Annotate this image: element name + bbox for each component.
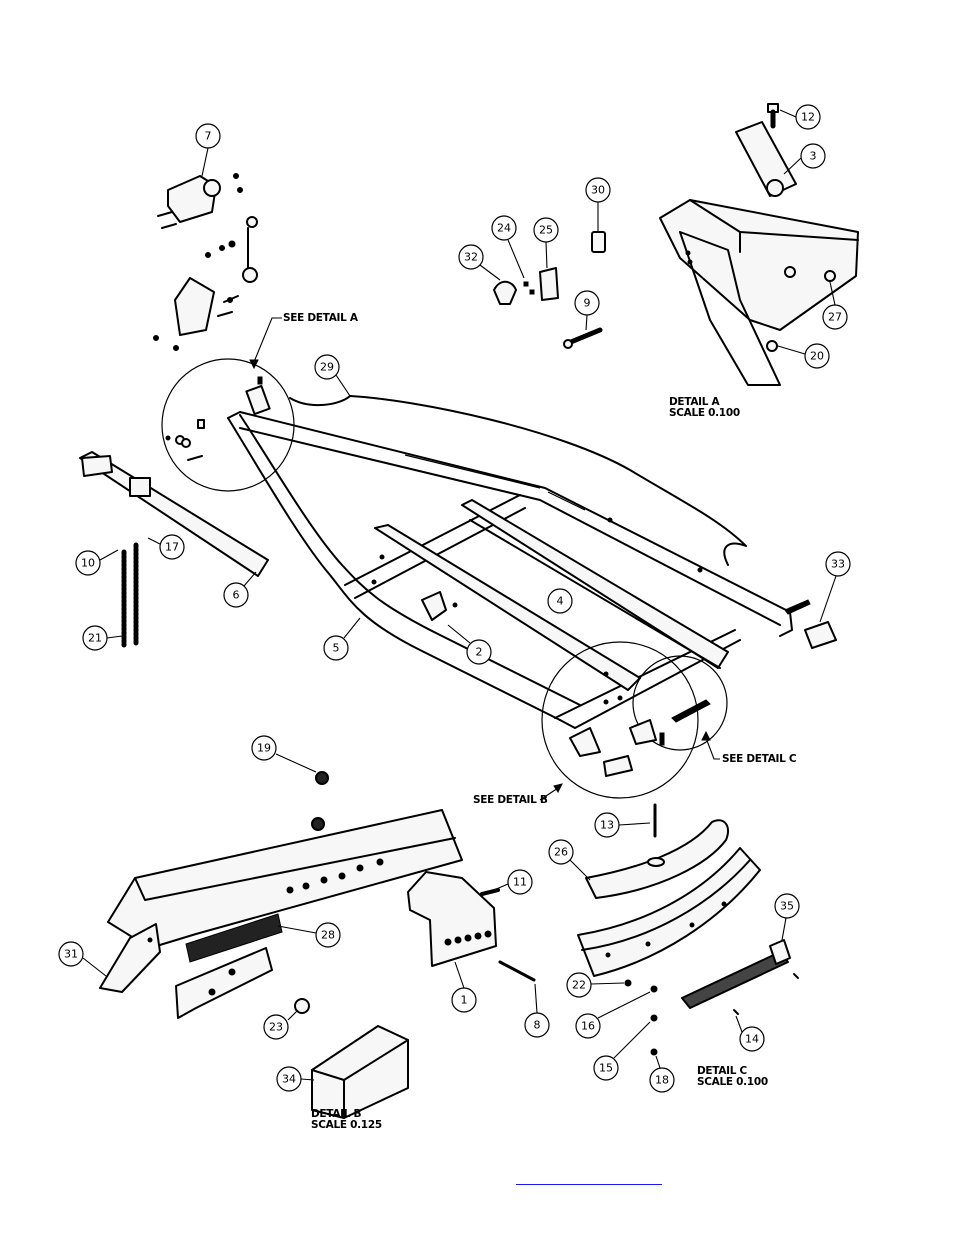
- callout-6: 6: [223, 582, 249, 608]
- svg-text:16: 16: [581, 1020, 595, 1033]
- callout-26: 26: [548, 839, 574, 865]
- svg-text:10: 10: [81, 557, 95, 570]
- svg-text:31: 31: [64, 948, 78, 961]
- svg-text:29: 29: [320, 361, 334, 374]
- callout-14: 14: [739, 1026, 765, 1052]
- svg-text:3: 3: [810, 150, 817, 163]
- callout-11: 11: [507, 869, 533, 895]
- callout-5: 5: [323, 635, 349, 661]
- svg-text:26: 26: [554, 846, 568, 859]
- svg-text:18: 18: [655, 1074, 669, 1087]
- svg-text:32: 32: [464, 251, 478, 264]
- callout-15: 15: [593, 1055, 619, 1081]
- callout-3: 3: [800, 143, 826, 169]
- svg-text:9: 9: [584, 297, 591, 310]
- svg-text:35: 35: [780, 900, 794, 913]
- callout-23: 23: [263, 1014, 289, 1040]
- detail-b-view: [99, 771, 536, 1119]
- callout-19: 19: [251, 735, 277, 761]
- svg-text:12: 12: [801, 111, 815, 124]
- callout-16: 16: [575, 1013, 601, 1039]
- footer-hyperlink[interactable]: [516, 1170, 662, 1185]
- detail-a-title: DETAIL A: [669, 396, 721, 408]
- detail-a-scale: SCALE 0.100: [669, 407, 740, 419]
- callout-1: 1: [451, 987, 477, 1013]
- svg-text:4: 4: [557, 595, 564, 608]
- svg-text:27: 27: [828, 311, 842, 324]
- detail-a-circle: [161, 358, 295, 492]
- callout-32: 32: [458, 244, 484, 270]
- callout-27: 27: [822, 304, 848, 330]
- detail-c-view: [577, 803, 799, 1056]
- callout-17: 17: [159, 534, 185, 560]
- detail-c-scale: SCALE 0.100: [697, 1076, 768, 1088]
- svg-text:24: 24: [497, 222, 511, 235]
- svg-text:20: 20: [810, 350, 824, 363]
- svg-text:15: 15: [599, 1062, 613, 1075]
- detail-b-c-circle: [541, 641, 728, 799]
- callout-33: 33: [825, 551, 851, 577]
- callout-18: 18: [649, 1067, 675, 1093]
- callout-21: 21: [82, 625, 108, 651]
- callout-4: 4: [547, 588, 573, 614]
- callout-13: 13: [594, 812, 620, 838]
- svg-text:30: 30: [591, 184, 605, 197]
- callout-25: 25: [533, 217, 559, 243]
- callout-35: 35: [774, 893, 800, 919]
- callout-bubbles: 1 2 3 4 5 6 7 8 9 10 11 12 13 14 15 16 1…: [58, 104, 851, 1093]
- callout-7: 7: [195, 123, 221, 149]
- callout-30: 30: [585, 177, 611, 203]
- svg-text:5: 5: [333, 642, 340, 655]
- callout-34: 34: [276, 1066, 302, 1092]
- svg-text:25: 25: [539, 224, 553, 237]
- svg-text:33: 33: [831, 558, 845, 571]
- detail-notes: SEE DETAIL A SEE DETAIL B SEE DETAIL C D…: [249, 312, 797, 1131]
- svg-text:17: 17: [165, 541, 179, 554]
- detail-b-scale: SCALE 0.125: [311, 1119, 382, 1131]
- svg-text:11: 11: [513, 876, 527, 889]
- callout-8: 8: [524, 1012, 550, 1038]
- svg-text:22: 22: [572, 979, 586, 992]
- callout-22: 22: [566, 972, 592, 998]
- svg-text:14: 14: [745, 1033, 759, 1046]
- svg-text:6: 6: [233, 589, 240, 602]
- svg-text:34: 34: [282, 1073, 296, 1086]
- callout-10: 10: [75, 550, 101, 576]
- svg-text:28: 28: [321, 929, 335, 942]
- callout-28: 28: [315, 922, 341, 948]
- note-see-detail-c: SEE DETAIL C: [722, 753, 797, 765]
- svg-text:1: 1: [461, 994, 468, 1007]
- callout-9: 9: [574, 290, 600, 316]
- svg-text:7: 7: [205, 130, 212, 143]
- svg-text:23: 23: [269, 1021, 283, 1034]
- callout-20: 20: [804, 343, 830, 369]
- winch-assembly: [153, 173, 258, 351]
- callout-24: 24: [491, 215, 517, 241]
- callout-29: 29: [314, 354, 340, 380]
- svg-text:2: 2: [476, 646, 483, 659]
- svg-text:21: 21: [88, 632, 102, 645]
- note-see-detail-a: SEE DETAIL A: [283, 312, 359, 324]
- callout-31: 31: [58, 941, 84, 967]
- callout-12: 12: [795, 104, 821, 130]
- callout-2: 2: [466, 639, 492, 665]
- detail-b-title: DETAIL B: [311, 1108, 362, 1120]
- detail-a-view: [493, 103, 859, 386]
- svg-text:19: 19: [257, 742, 271, 755]
- svg-text:8: 8: [534, 1019, 541, 1032]
- svg-text:13: 13: [600, 819, 614, 832]
- trailer-frame: [79, 395, 837, 729]
- detail-c-title: DETAIL C: [697, 1065, 748, 1077]
- note-see-detail-b: SEE DETAIL B: [473, 794, 548, 806]
